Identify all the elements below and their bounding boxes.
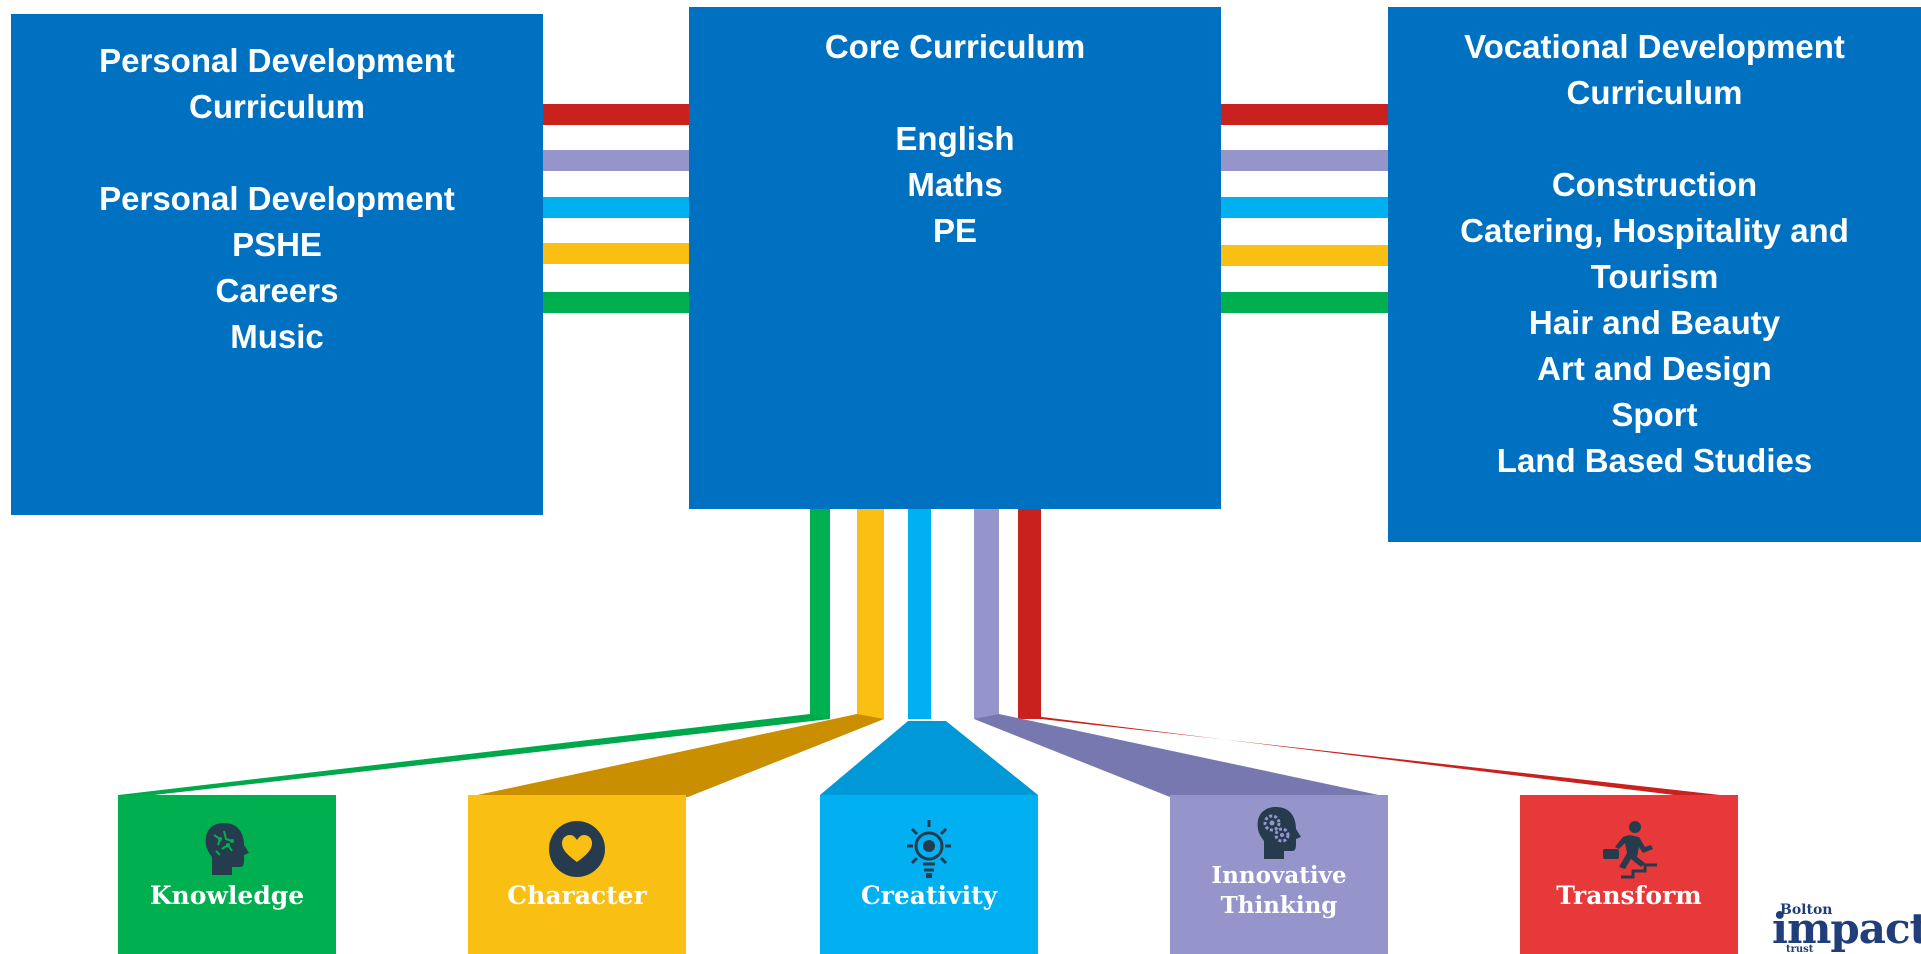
wedge-cyan (820, 721, 1038, 795)
box-heading-line: Curriculum (1566, 74, 1743, 111)
gear-head-icon (1170, 803, 1388, 863)
bolton-impact-trust-logo: Bolton impact trust (1772, 900, 1921, 954)
wedge-yellow (468, 714, 884, 797)
stripe-purple (974, 509, 999, 719)
connector-cyan-left (543, 197, 689, 218)
connector-red-left (543, 104, 689, 125)
logo-main-text: impact (1772, 904, 1921, 953)
brain-head-icon (118, 819, 336, 879)
box-item: Construction (1551, 166, 1758, 203)
connector-cyan-right (1221, 197, 1388, 218)
connector-red-right (1221, 104, 1388, 125)
tile-label: Transform (1556, 881, 1702, 910)
connector-green-left (543, 292, 689, 313)
stripe-red (1018, 509, 1041, 719)
tile-label-line: Innovative (1211, 862, 1347, 889)
box-item: English (895, 120, 1015, 157)
box-item: Personal Development (99, 180, 455, 217)
lightbulb-icon (820, 819, 1038, 879)
connector-purple-right (1221, 150, 1388, 171)
box-item: Art and Design (1537, 350, 1772, 387)
personal-development-box: Personal Development Curriculum Personal… (11, 14, 543, 515)
connector-yellow-right (1221, 245, 1388, 266)
box-heading-line: Vocational Development (1464, 28, 1845, 65)
connector-yellow-left (543, 243, 689, 264)
tile-label-line: Thinking (1220, 892, 1338, 919)
wedge-purple (974, 714, 1388, 797)
core-curriculum-box: Core Curriculum English Maths PE (689, 7, 1221, 509)
tile-transform: Transform (1520, 795, 1738, 954)
heart-circle-icon (468, 819, 686, 879)
logo-tiny-text: trust (1786, 944, 1814, 954)
box-item: Hair and Beauty (1528, 304, 1781, 341)
stripe-cyan (908, 509, 931, 719)
box-item: Maths (907, 166, 1003, 203)
logo-small-text: Bolton (1780, 902, 1833, 918)
box-item: Catering, Hospitality and (1460, 212, 1849, 249)
connector-green-right (1221, 292, 1388, 313)
box-heading-line: Curriculum (188, 88, 366, 125)
climbing-stairs-icon (1520, 819, 1738, 879)
stripe-green (810, 509, 830, 719)
tile-creativity: Creativity (820, 795, 1038, 954)
box-item: Sport (1611, 396, 1698, 433)
connector-purple-left (543, 150, 689, 171)
tile-knowledge: Knowledge (118, 795, 336, 954)
tile-label: Character (507, 881, 647, 910)
tile-label: Creativity (860, 881, 998, 910)
box-item: Music (230, 318, 324, 355)
box-item: PSHE (232, 226, 322, 263)
box-item: Tourism (1590, 258, 1719, 295)
tile-innovative-thinking: Innovative Thinking (1170, 795, 1388, 954)
box-heading-line: Core Curriculum (824, 28, 1086, 65)
tile-label: Innovative Thinking (1170, 861, 1388, 921)
tile-label: Knowledge (149, 881, 305, 910)
box-heading-line: Personal Development (99, 42, 455, 79)
box-item: Careers (215, 272, 339, 309)
tile-character: Character (468, 795, 686, 954)
wedge-green (118, 714, 830, 795)
box-item: Land Based Studies (1496, 442, 1813, 479)
box-item: PE (932, 212, 978, 249)
stripe-yellow (857, 509, 884, 719)
vocational-development-box: Vocational Development Curriculum Constr… (1388, 7, 1921, 542)
